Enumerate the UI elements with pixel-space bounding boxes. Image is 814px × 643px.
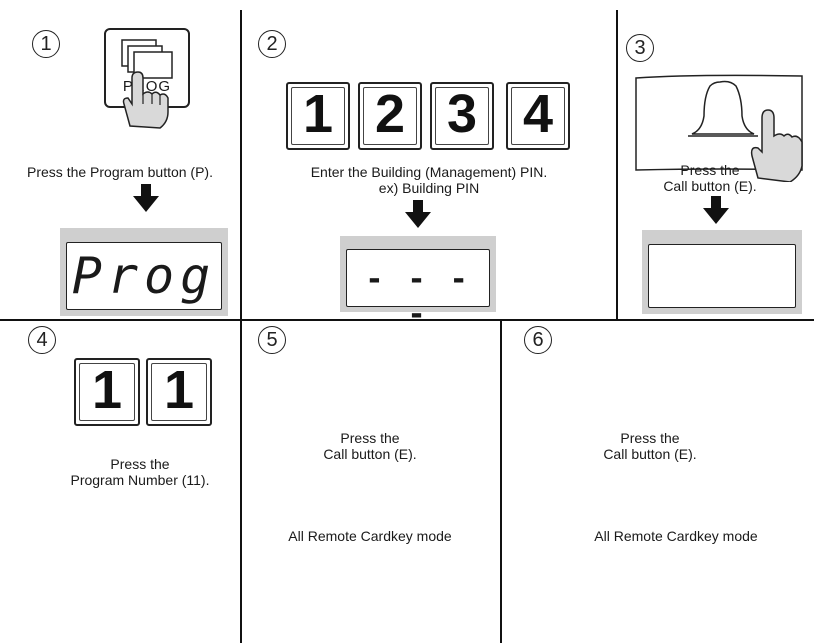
divider-v1 — [240, 10, 242, 320]
step-6-mode-text: All Remote Cardkey mode — [556, 528, 796, 544]
step-1-number: 1 — [32, 30, 60, 58]
step-3-number: 3 — [626, 34, 654, 62]
step-5-mode-text: All Remote Cardkey mode — [250, 528, 490, 544]
step-4-number: 4 — [28, 326, 56, 354]
divider-v4 — [500, 320, 502, 643]
step-6-caption-line1: Press the — [580, 430, 720, 446]
down-arrow-icon — [133, 184, 159, 214]
pin-key-4: 4 — [506, 82, 570, 150]
step-6-number: 6 — [524, 326, 552, 354]
step-3-display-screen — [648, 244, 796, 308]
step-5-number: 5 — [258, 326, 286, 354]
down-arrow-icon — [703, 196, 729, 226]
step-2-caption-line2: ex) Building PIN — [244, 180, 614, 196]
pin-key-2: 2 — [358, 82, 422, 150]
step-1-display-screen: Prog — [66, 242, 222, 310]
pin-key-3: 3 — [430, 82, 494, 150]
divider-v3 — [240, 320, 242, 643]
program-key-1: 1 — [74, 358, 140, 426]
pressing-hand-icon — [112, 70, 172, 130]
pin-display-text: - - - - — [347, 262, 489, 332]
prog-display-text: Prog — [67, 247, 221, 305]
step-6-caption-line2: Call button (E). — [580, 446, 720, 462]
divider-v2 — [616, 10, 618, 320]
step-5-caption-line1: Press the — [300, 430, 440, 446]
step-2-display-screen: - - - - — [346, 249, 490, 307]
step-4-caption-line2: Program Number (11). — [40, 472, 240, 488]
step-3-caption-line1: Press the — [650, 162, 770, 178]
step-2-number: 2 — [258, 30, 286, 58]
pin-key-1: 1 — [286, 82, 350, 150]
step-5-caption-line2: Call button (E). — [300, 446, 440, 462]
step-3-caption-line2: Call button (E). — [650, 178, 770, 194]
step-4-caption-line1: Press the — [40, 456, 240, 472]
step-1-caption: Press the Program button (P). — [2, 164, 238, 180]
step-2-caption-line1: Enter the Building (Management) PIN. — [244, 164, 614, 180]
down-arrow-icon — [405, 200, 431, 230]
program-key-2: 1 — [146, 358, 212, 426]
